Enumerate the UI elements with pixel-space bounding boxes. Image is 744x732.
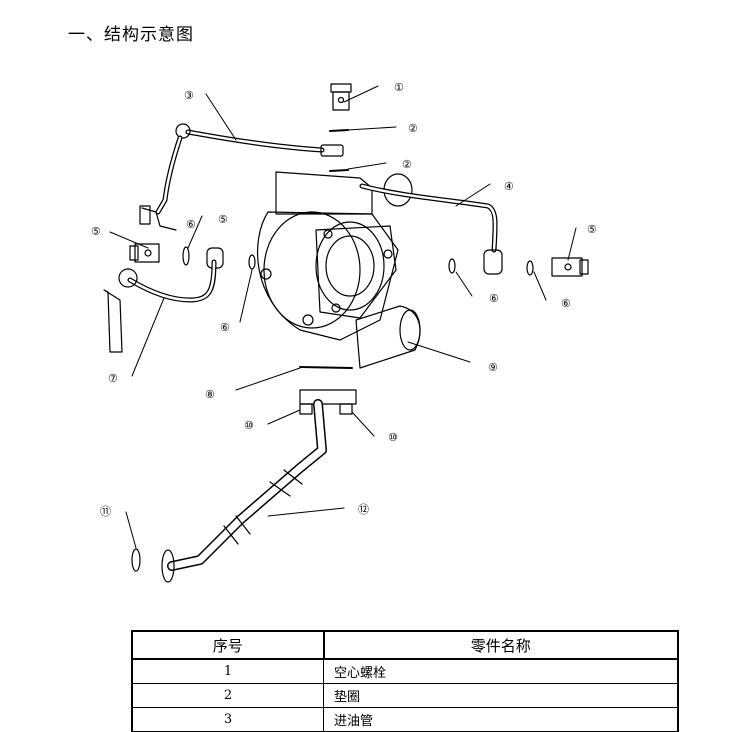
callout-9: ⑨ [488, 361, 498, 374]
callout-2a: ② [408, 122, 418, 135]
turbocharger-exploded-diagram: ① ② ② ③ ④ ⑤ ⑤ ⑤ ⑥ ⑥ ⑥ ⑥ ⑦ ⑧ ⑨ ⑩ ⑩ ⑪ ⑫ [91, 81, 597, 583]
callout-1: ① [394, 81, 404, 94]
oil-return-pipe-part [103, 259, 217, 353]
leader-lines [109, 85, 577, 549]
callout-10b: ⑩ [388, 431, 398, 444]
part-name: 垫圈 [323, 683, 679, 708]
callout-6a: ⑥ [489, 292, 499, 305]
table-row: 1 空心螺栓 [131, 658, 679, 684]
column-header-number: 序号 [131, 630, 325, 660]
callout-3: ③ [184, 89, 194, 102]
callout-5a: ⑤ [91, 225, 101, 238]
callout-6c: ⑥ [220, 321, 230, 334]
callout-5c: ⑤ [587, 223, 597, 236]
column-header-part-name: 零件名称 [322, 630, 679, 660]
table-row: 3 进油管 [131, 707, 679, 732]
callout-8: ⑧ [205, 388, 215, 401]
part-name: 进油管 [323, 707, 679, 732]
callout-6d: ⑥ [186, 218, 196, 231]
table-header-row: 序号 零件名称 [131, 630, 679, 660]
callout-7: ⑦ [108, 372, 118, 385]
table-row: 2 垫圈 [131, 683, 679, 708]
turbocharger-body [256, 171, 421, 369]
oil-pipe-part [359, 183, 503, 275]
part-number: 3 [131, 707, 324, 732]
part-number: 1 [131, 658, 324, 684]
callout-12: ⑫ [358, 503, 369, 516]
callout-labels: ① ② ② ③ ④ ⑤ ⑤ ⑤ ⑥ ⑥ ⑥ ⑥ ⑦ ⑧ ⑨ ⑩ ⑩ ⑪ ⑫ [91, 81, 597, 518]
callout-5b: ⑤ [218, 213, 228, 226]
callout-11: ⑪ [100, 505, 111, 518]
parts-table: 序号 零件名称 1 空心螺栓 2 垫圈 3 进油管 [131, 630, 679, 732]
callout-6b: ⑥ [561, 297, 571, 310]
banjo-bolt-right-part [551, 257, 589, 277]
callout-2b: ② [402, 158, 412, 171]
oil-return-hose-part [161, 389, 357, 583]
part-number: 2 [131, 683, 324, 708]
callout-10a: ⑩ [244, 419, 254, 432]
part-name: 空心螺栓 [323, 658, 679, 684]
banjo-bolt-left-part [129, 243, 160, 263]
hollow-bolt-part [330, 83, 352, 111]
section-heading: 一、结构示意图 [68, 25, 194, 45]
callout-4: ④ [504, 180, 514, 193]
